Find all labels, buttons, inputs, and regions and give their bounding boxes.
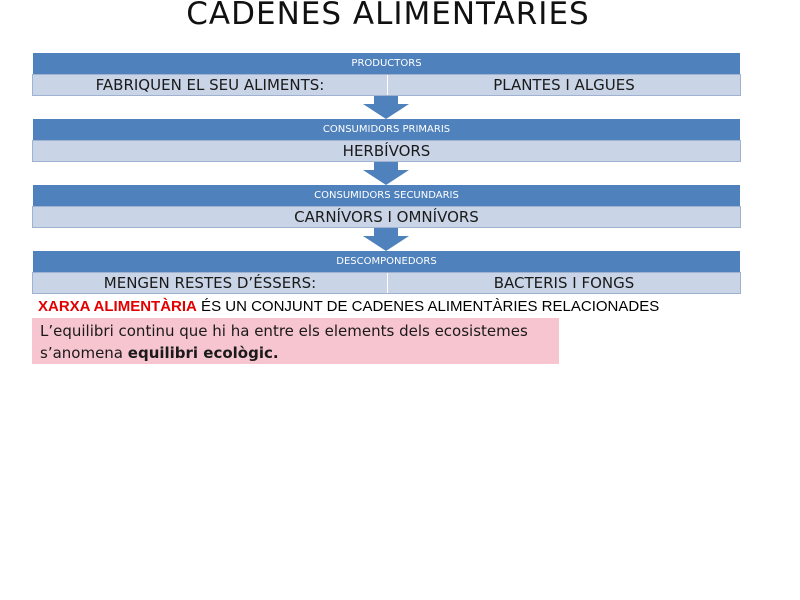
stage-description: MENGEN RESTES D’ÉSSERS: — [103, 274, 317, 292]
stage-body: CARNÍVORS I OMNÍVORS — [32, 206, 741, 228]
definition-text: ÉS UN CONJUNT DE CADENES ALIMENTÀRIES RE… — [196, 298, 660, 315]
down-arrow-icon — [361, 162, 411, 186]
down-arrow-icon — [361, 96, 411, 120]
page-title: CADENES ALIMENTÀRIES — [186, 0, 590, 32]
stage-body: HERBÍVORS — [32, 140, 741, 162]
stage-examples: BACTERIS I FONGS — [493, 274, 635, 292]
food-web-definition: XARXA ALIMENTÀRIA ÉS UN CONJUNT DE CADEN… — [38, 298, 758, 315]
stage-body: FABRIQUEN EL SEU ALIMENTS: PLANTES I ALG… — [32, 74, 741, 96]
stage-description: FABRIQUEN EL SEU ALIMENTS: — [95, 76, 325, 94]
stage-header: DESCOMPONEDORS — [33, 251, 740, 273]
note-line-2-prefix: s’anomena — [40, 344, 128, 362]
stage-header: CONSUMIDORS PRIMARIS — [33, 119, 740, 141]
definition-term: XARXA ALIMENTÀRIA — [38, 298, 197, 315]
stage-header: PRODUCTORS — [33, 53, 740, 75]
down-arrow-icon — [361, 228, 411, 252]
cell-divider — [387, 75, 388, 95]
stage-header: CONSUMIDORS SECUNDARIS — [33, 185, 740, 207]
cell-divider — [387, 273, 388, 293]
stage-body: MENGEN RESTES D’ÉSSERS: BACTERIS I FONGS — [32, 272, 741, 294]
note-line-1: L’equilibri continu que hi ha entre els … — [40, 322, 528, 340]
stage-examples: PLANTES I ALGUES — [493, 76, 635, 94]
note-line-2: s’anomena equilibri ecològic. — [40, 342, 559, 364]
ecological-balance-note: L’equilibri continu que hi ha entre els … — [32, 318, 559, 364]
note-highlight: equilibri ecològic. — [127, 344, 279, 362]
